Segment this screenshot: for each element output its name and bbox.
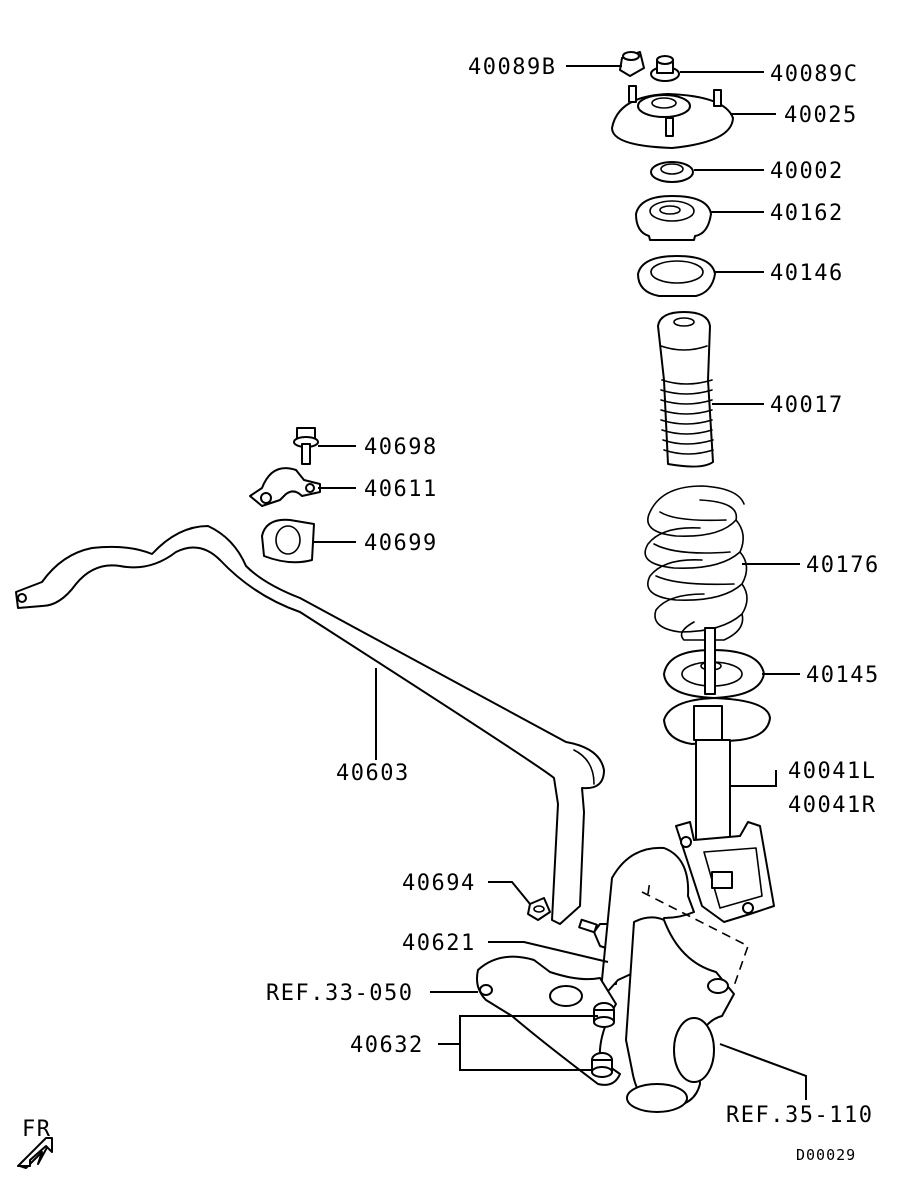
bushing-40699	[261, 518, 315, 564]
callout-40025: 40025	[784, 103, 858, 128]
callout-40694: 40694	[402, 871, 476, 896]
strut-assembly-40041	[663, 627, 775, 923]
callout-40041l: 40041L	[788, 759, 876, 784]
knuckle-ref-35-110	[599, 846, 735, 1113]
bolt-40698	[293, 427, 319, 465]
callout-40145: 40145	[806, 663, 880, 688]
bushings-40632	[591, 1002, 615, 1078]
callout-40089b: 40089B	[468, 55, 556, 80]
callout-40002: 40002	[770, 159, 844, 184]
callout-40176: 40176	[806, 553, 880, 578]
nut-40089c	[650, 55, 680, 82]
direction-label: FR	[22, 1117, 52, 1142]
callout-40017: 40017	[770, 393, 844, 418]
bearing-40002	[650, 161, 694, 183]
callout-40603: 40603	[336, 761, 410, 786]
diagram-code: D00029	[796, 1146, 856, 1164]
callout-40089c: 40089C	[770, 62, 858, 87]
stabilizer-bar-40603	[15, 525, 605, 925]
coil-spring-40176	[644, 485, 748, 641]
spring-pad-40146	[637, 255, 716, 297]
direction-arrow-icon	[17, 1137, 53, 1169]
nut-40089b	[619, 51, 645, 77]
callout-40146: 40146	[770, 261, 844, 286]
dust-cover-40017	[657, 311, 714, 468]
callout-40611: 40611	[364, 477, 438, 502]
callout-40621: 40621	[402, 931, 476, 956]
callout-40162: 40162	[770, 201, 844, 226]
bracket-40611	[249, 467, 321, 507]
callout-40632: 40632	[350, 1033, 424, 1058]
leader-lines	[314, 65, 807, 1100]
alignment-guide	[641, 879, 749, 987]
nut-40694	[527, 897, 551, 921]
callout-40699: 40699	[364, 531, 438, 556]
strut-mount-40025	[611, 85, 734, 149]
callout-40698: 40698	[364, 435, 438, 460]
callout-ref-33-050: REF.33-050	[266, 981, 413, 1006]
callout-ref-35-110: REF.35-110	[726, 1103, 873, 1128]
spring-seat-40162	[635, 195, 712, 241]
callout-40041r: 40041R	[788, 793, 876, 818]
